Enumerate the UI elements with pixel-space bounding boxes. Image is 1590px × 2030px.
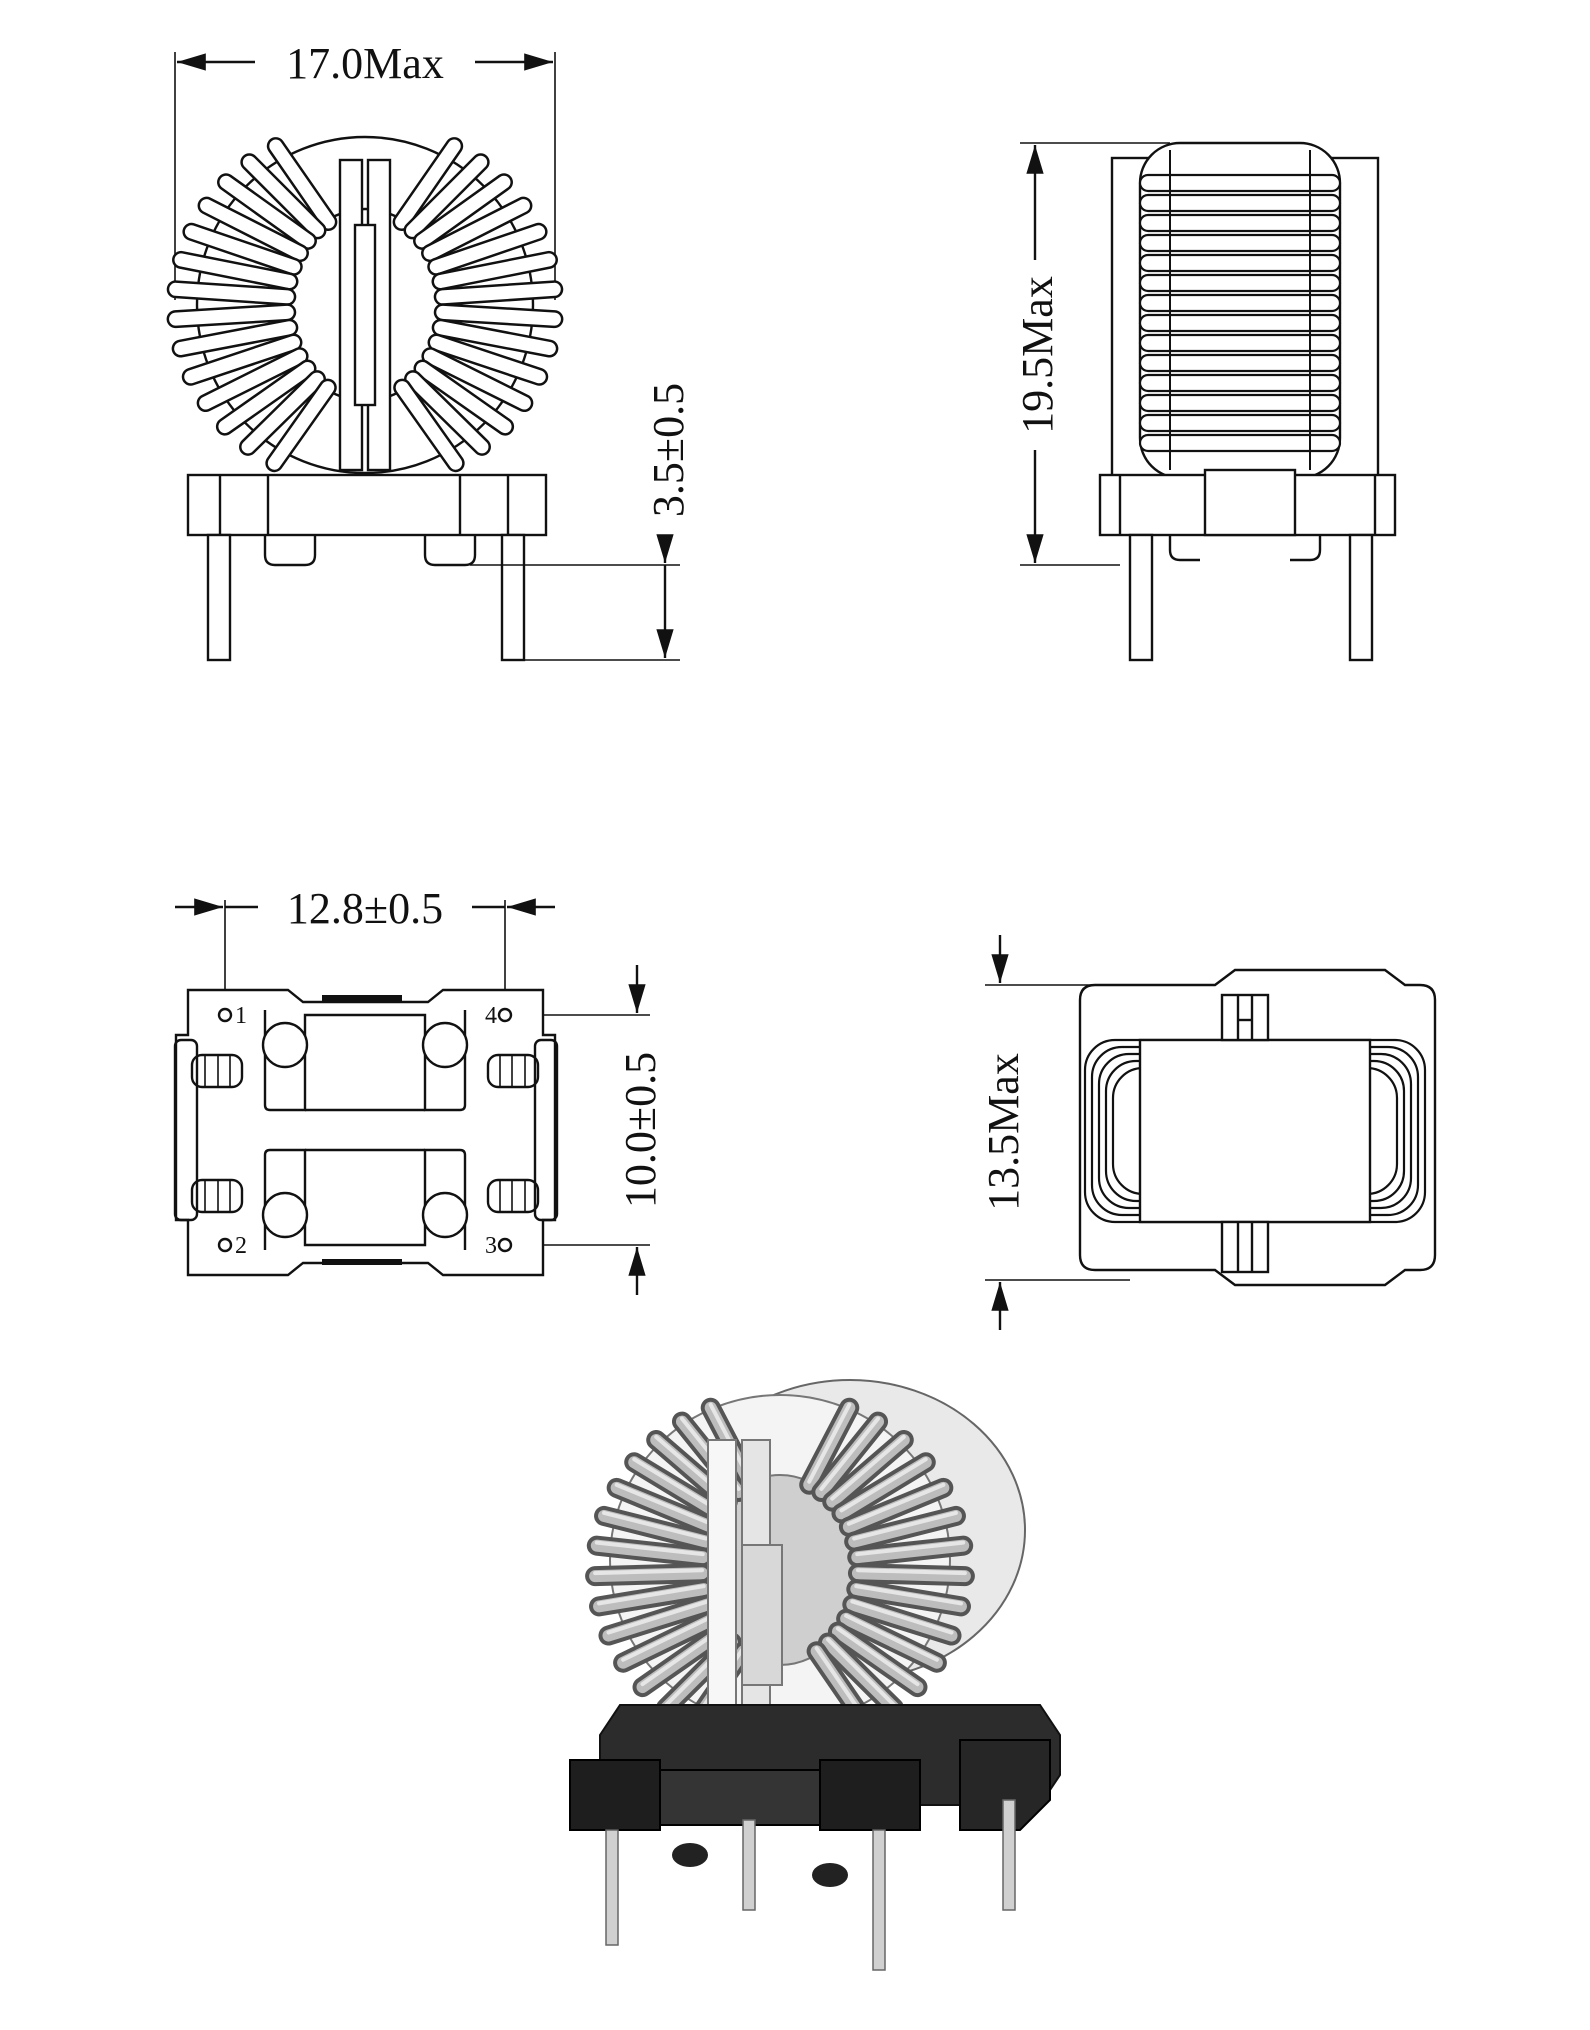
bottom-winding-slots bbox=[190, 1053, 540, 1214]
end-view: 13.5Max bbox=[979, 935, 1437, 1330]
pin-1-hole bbox=[217, 1007, 233, 1023]
side-turn bbox=[1138, 253, 1342, 273]
side-turn bbox=[1138, 373, 1342, 393]
pin-pitch-y-label: 10.0±0.5 bbox=[616, 1052, 665, 1208]
height-max-label: 19.5Max bbox=[1013, 276, 1062, 434]
h-separator bbox=[263, 1010, 467, 1250]
pin-4-label: 4 bbox=[485, 1003, 497, 1029]
pins: 1 2 3 4 bbox=[217, 1003, 513, 1259]
center-separator bbox=[338, 158, 392, 472]
lead-length-label: 3.5±0.5 bbox=[644, 383, 693, 517]
pin-pitch-x-label: 12.8±0.5 bbox=[287, 884, 443, 933]
pin-2-hole bbox=[217, 1237, 233, 1253]
pin-1-label: 1 bbox=[235, 1003, 247, 1029]
side-view: 19.5Max bbox=[1013, 141, 1397, 662]
width-max-label: 17.0Max bbox=[286, 39, 444, 88]
side-winding-turns bbox=[1138, 150, 1342, 470]
side-turn bbox=[1138, 273, 1342, 293]
pin-2-label: 2 bbox=[235, 1233, 247, 1259]
side-turn bbox=[1138, 213, 1342, 233]
side-turn bbox=[1138, 353, 1342, 373]
side-turn bbox=[1138, 293, 1342, 313]
side-turn bbox=[1138, 193, 1342, 213]
pin-3-label: 3 bbox=[485, 1233, 497, 1259]
isometric-render bbox=[569, 1379, 1061, 1971]
pin-pitch-x-dimension: 12.8±0.5 bbox=[175, 884, 555, 1020]
winding-fan bbox=[166, 137, 564, 473]
side-base bbox=[1098, 468, 1397, 662]
standoffs bbox=[261, 1021, 469, 1239]
lead-length-dimension: 3.5±0.5 bbox=[470, 383, 693, 661]
iso-pins bbox=[605, 1799, 1016, 1971]
depth-max-label: 13.5Max bbox=[979, 1053, 1028, 1211]
side-turn bbox=[1138, 413, 1342, 433]
side-turn bbox=[1138, 393, 1342, 413]
bottom-outline bbox=[174, 988, 557, 1277]
front-view: 17.0Max bbox=[166, 39, 693, 662]
side-turn bbox=[1138, 173, 1342, 193]
bottom-view: 12.8±0.5 10.0±0.5 bbox=[173, 884, 665, 1295]
front-base bbox=[186, 473, 548, 662]
depth-dimension: 13.5Max bbox=[979, 935, 1130, 1330]
height-dimension: 19.5Max bbox=[1013, 142, 1170, 566]
width-dimension: 17.0Max bbox=[174, 39, 556, 300]
side-turn bbox=[1138, 313, 1342, 333]
side-turn bbox=[1138, 233, 1342, 253]
side-turn bbox=[1138, 433, 1342, 453]
end-separator bbox=[1220, 993, 1270, 1274]
pin-3-hole bbox=[497, 1237, 513, 1253]
pin-4-hole bbox=[497, 1007, 513, 1023]
side-turn bbox=[1138, 333, 1342, 353]
